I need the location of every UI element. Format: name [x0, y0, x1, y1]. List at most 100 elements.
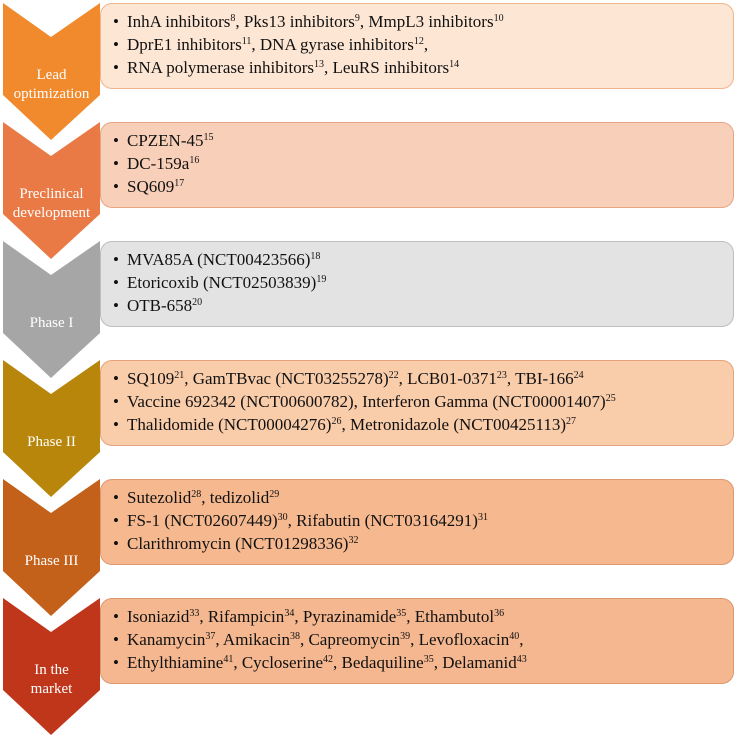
stage-label-line: Phase III	[24, 553, 79, 569]
item-text: MVA85A (NCT00423566)	[127, 250, 311, 269]
bullet-icon: •	[113, 630, 119, 649]
item-text: Isoniazid	[127, 607, 190, 626]
reference-number: 21	[174, 370, 185, 381]
item-text: SQ609	[127, 177, 175, 196]
item-text: , Metronidazole (NCT00425113)	[341, 415, 567, 434]
reference-number: 24	[573, 370, 584, 381]
bullet-line: •Kanamycin37, Amikacin38, Capreomycin39,…	[113, 628, 733, 651]
stage-chevron: Phase II	[3, 360, 100, 497]
item-text: , GamTBvac (NCT03255278)	[184, 369, 389, 388]
chevron-arrow-shape	[3, 360, 100, 497]
item-text: , Levofloxacin	[410, 630, 510, 649]
chevron-arrow-fill	[3, 479, 100, 616]
bullet-icon: •	[113, 250, 119, 269]
stage-chevron: Phase III	[3, 479, 100, 616]
bullet-line: •Thalidomide (NCT00004276)26, Metronidaz…	[113, 413, 733, 436]
stage-label-line: Phase II	[27, 434, 76, 450]
stage-chevron: Phase I	[3, 241, 100, 378]
reference-number: 16	[189, 155, 200, 166]
bullet-line: •Sutezolid28, tedizolid29	[113, 486, 733, 509]
reference-number: 22	[388, 370, 399, 381]
reference-number: 41	[223, 654, 234, 665]
item-text: , TBI-166	[506, 369, 574, 388]
item-text: , Amikacin	[215, 630, 290, 649]
reference-number: 10	[493, 13, 504, 24]
bullet-line: •DprE1 inhibitors11, DNA gyrase inhibito…	[113, 33, 733, 56]
reference-number: 37	[205, 631, 216, 642]
item-text: DC-159a	[127, 154, 190, 173]
bullet-line: •Clarithromycin (NCT01298336)32	[113, 532, 733, 555]
chevron-arrow-shape	[3, 122, 100, 259]
item-text: ,	[423, 35, 429, 54]
item-text: RNA polymerase inhibitors	[127, 58, 314, 77]
bullet-line: •SQ60917	[113, 175, 733, 198]
stage-chevron: Preclinical development	[3, 122, 100, 259]
stage-item-box: •Isoniazid33, Rifampicin34, Pyrazinamide…	[100, 598, 734, 684]
stage-label-line: Phase I	[29, 315, 74, 331]
item-text: Sutezolid	[127, 488, 192, 507]
reference-number: 18	[310, 251, 321, 262]
bullet-line: • DC-159a16	[113, 152, 733, 175]
reference-number: 35	[396, 608, 407, 619]
item-text: , tedizolid	[201, 488, 270, 507]
bullet-icon: •	[113, 392, 119, 411]
bullet-icon: •	[113, 534, 119, 553]
reference-number: 12	[413, 36, 424, 47]
item-text: Vaccine 692342 (NCT00600782), Interferon…	[127, 392, 606, 411]
bullet-line: • Vaccine 692342 (NCT00600782), Interfero…	[113, 390, 733, 413]
bullet-line: •SQ10921, GamTBvac (NCT03255278)22, LCB0…	[113, 367, 733, 390]
item-text: , Rifabutin (NCT03164291)	[287, 511, 478, 530]
item-text: DprE1 inhibitors	[127, 35, 242, 54]
bullet-icon: •	[113, 273, 119, 292]
bullet-icon: •	[113, 415, 119, 434]
reference-number: 34	[284, 608, 295, 619]
reference-number: 17	[174, 178, 185, 189]
reference-number: 28	[191, 489, 202, 500]
item-text: , Bedaquiline	[333, 653, 424, 672]
item-text: OTB-658	[127, 296, 193, 315]
stage-label-line: market	[30, 681, 73, 697]
stage-item-box: •SQ10921, GamTBvac (NCT03255278)22, LCB0…	[100, 360, 734, 446]
item-text: SQ109	[127, 369, 175, 388]
item-text: Kanamycin	[127, 630, 206, 649]
reference-number: 35	[423, 654, 434, 665]
reference-number: 23	[496, 370, 507, 381]
reference-number: 26	[331, 416, 342, 427]
stage-label-line: development	[12, 205, 91, 221]
bullet-icon: •	[113, 653, 119, 672]
item-text: , Pyrazinamide	[294, 607, 397, 626]
reference-number: 27	[566, 416, 577, 427]
reference-number: 42	[323, 654, 334, 665]
reference-number: 36	[494, 608, 505, 619]
bullet-line: •Etoricoxib (NCT02503839)19	[113, 271, 733, 294]
stage-label-line: Lead	[36, 67, 67, 83]
bullet-icon: •	[113, 58, 119, 77]
item-text: , Delamanid	[433, 653, 517, 672]
reference-number: 30	[277, 512, 288, 523]
stage-label: Preclinical development	[3, 185, 100, 223]
item-text: , Cycloserine	[233, 653, 324, 672]
stage-item-box: • MVA85A (NCT00423566)18 • Etoricoxib (NCT0…	[100, 241, 734, 327]
item-text: InhA inhibitors	[127, 12, 231, 31]
stage-label-line: Preclinical	[19, 186, 84, 202]
bullet-icon: •	[113, 154, 119, 173]
bullet-line: •FS-1 (NCT02607449)30, Rifabutin (NCT031…	[113, 509, 733, 532]
bullet-icon: •	[113, 12, 119, 31]
item-text: , Pks13 inhibitors	[235, 12, 355, 31]
bullet-icon: •	[113, 35, 119, 54]
item-text: CPZEN-45	[127, 131, 204, 150]
chevron-arrow-shape	[3, 3, 100, 140]
reference-number: 13	[313, 59, 324, 70]
item-text: Etoricoxib (NCT02503839)	[127, 273, 317, 292]
stage-label: Phase II	[3, 433, 100, 452]
reference-number: 20	[192, 297, 203, 308]
stage-item-box: • CPZEN-4515 • DC-159a16•SQ60917	[100, 122, 734, 208]
reference-number: 33	[189, 608, 200, 619]
bullet-icon: •	[113, 488, 119, 507]
reference-number: 40	[509, 631, 520, 642]
reference-number: 39	[400, 631, 411, 642]
reference-number: 15	[203, 132, 214, 143]
